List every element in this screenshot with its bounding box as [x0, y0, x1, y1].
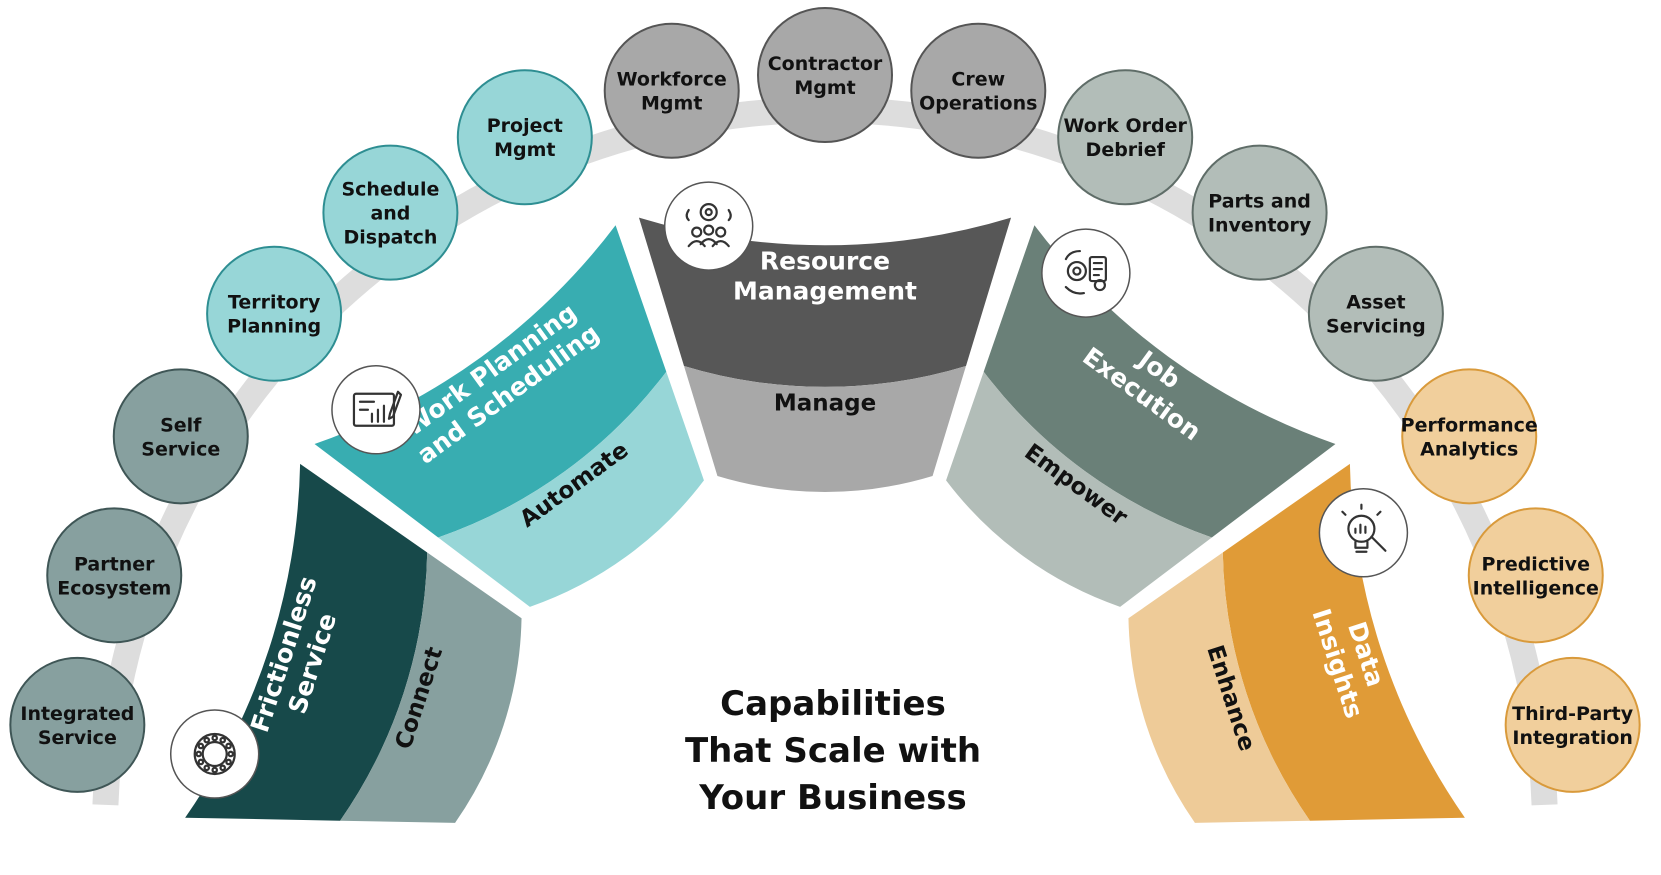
feature-bubbles: IntegratedServicePartnerEcosystemSelfSer… [9, 7, 1641, 793]
bubble-circle [112, 368, 249, 505]
bubble-circle [910, 22, 1047, 159]
segment-inner-band [340, 552, 522, 823]
bubble-circle [206, 245, 343, 382]
gear-checklist-icon [1041, 228, 1131, 318]
bubble-label-line: Performance [1401, 414, 1538, 436]
bubble-label-line: Crew [951, 69, 1005, 91]
bubble-circle [1467, 507, 1604, 644]
bubble-circle [9, 656, 146, 793]
segment-inner-band [684, 365, 966, 492]
bubble-label-line: Inventory [1208, 215, 1312, 237]
bubble-circle [456, 69, 593, 206]
segment-icons [169, 181, 1409, 799]
bubble-label-line: Integrated [20, 703, 134, 725]
bubble-label-line: Predictive [1482, 553, 1590, 575]
center-title: Capabilities That Scale with Your Busine… [685, 684, 981, 818]
blueprint-icon [331, 365, 421, 455]
center-title-line-1: Capabilities [720, 684, 946, 724]
bubble-label-line: Mgmt [641, 93, 702, 115]
segment-verb: Manage [774, 391, 876, 417]
bubble-label-line: Territory [228, 292, 321, 314]
bubble-circle [757, 7, 893, 143]
segment-outer-band [314, 225, 667, 538]
bubble-circle [1057, 69, 1194, 206]
segment-inner-band [438, 371, 704, 607]
bubble-label-line: Project [487, 115, 563, 137]
segment-title-line: Management [733, 277, 917, 306]
bubble-circle [603, 22, 740, 159]
bubble-label-line: Analytics [1420, 438, 1518, 460]
bubble-label-line: Dispatch [343, 227, 437, 249]
bubble-circle [1307, 245, 1444, 382]
bubble-label-line: Ecosystem [57, 577, 171, 599]
segment-inner-band [946, 371, 1212, 607]
bubble-label-line: Work Order [1064, 115, 1188, 137]
center-title-line-2: That Scale with [685, 731, 981, 771]
bubble-label-line: Debrief [1086, 139, 1166, 161]
bubble-label-line: Service [141, 438, 220, 460]
team-gear-icon [663, 181, 754, 271]
bubble-label-line: Partner [74, 553, 155, 575]
bubble-label-line: and [370, 203, 410, 225]
bubble-circle [1401, 368, 1538, 505]
segment-title-line: Resource [760, 247, 890, 276]
bubble-label-line: Mgmt [794, 77, 855, 99]
bubble-label-line: Workforce [617, 69, 727, 91]
bubble-label-line: Integration [1512, 727, 1633, 749]
bubble-label-line: Intelligence [1473, 577, 1599, 599]
bubble-label-line: Asset [1346, 292, 1405, 314]
bubble-label-line: Contractor [768, 53, 883, 75]
bubble-label-line: Servicing [1326, 316, 1426, 338]
bubble-label-line: Operations [919, 93, 1037, 115]
lightbulb-chart-icon [1318, 488, 1409, 578]
bubble-circle [1191, 144, 1328, 281]
bubble-label-line: Service [38, 727, 117, 749]
bubble-circle [322, 144, 459, 281]
bubble-circle [46, 507, 183, 644]
bubble-label-line: Planning [227, 316, 321, 338]
bubble-label-line: Parts and [1208, 191, 1311, 213]
segment-inner-band [1128, 552, 1310, 823]
bubble-label-line: Schedule [341, 179, 439, 201]
bubble-label-line: Self [160, 414, 202, 436]
bubble-circle [1504, 656, 1641, 793]
network-ring-icon [169, 709, 260, 799]
bubble-label-line: Mgmt [494, 139, 555, 161]
center-title-line-3: Your Business [698, 778, 966, 818]
segment-outer-band [1222, 463, 1465, 821]
bubble-label-line: Third-Party [1512, 703, 1634, 725]
